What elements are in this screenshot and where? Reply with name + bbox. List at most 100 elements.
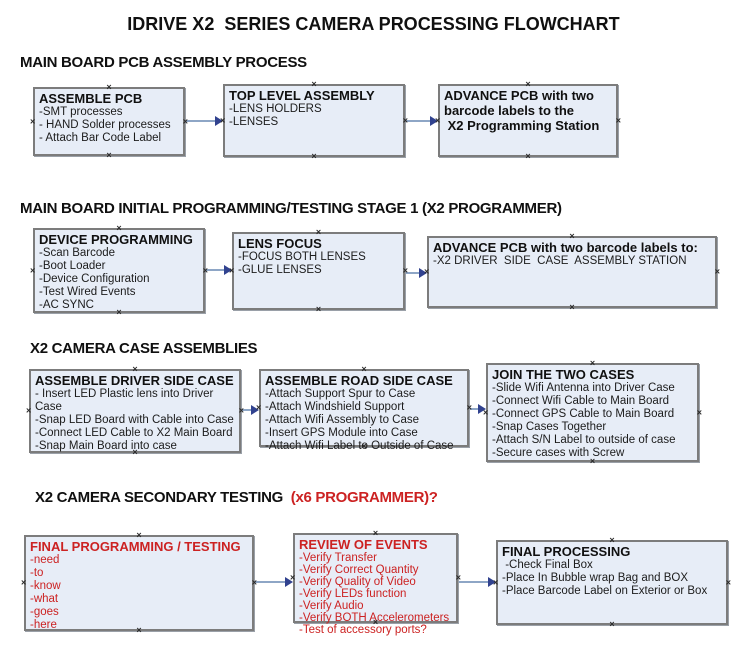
connection-handle-icon: × [424,266,430,277]
connection-handle-icon: × [311,151,317,161]
box-line: -LENS HOLDERS [229,103,322,115]
arrow-shaft [470,408,480,410]
box-line: -SMT processes [39,106,123,118]
box-line: -to [30,567,44,579]
connection-handle-icon: × [402,115,408,125]
box-line: -Check Final Box [502,559,593,571]
connection-handle-icon: × [116,223,122,233]
box-line: -Snap Cases Together [492,421,607,433]
box-line: -Attach Wifi Assembly to Case [265,414,420,426]
connection-handle-icon: × [136,625,142,635]
box-line: -Connect GPS Cable to Main Board [492,408,675,420]
box-line: - HAND Solder processes [39,119,171,131]
box-line: -Attach Support Spur to Case [265,388,416,400]
connection-handle-icon: × [136,530,142,540]
connection-handle-icon: × [315,227,322,237]
box-line: -Attach Windshield Support [265,401,405,413]
box-line: -Test Wired Events [39,286,136,298]
section-heading-secondary-testing: X2 CAMERA SECONDARY TESTING (x6 PROGRAMM… [35,489,438,506]
connection-handle-icon: × [182,116,188,126]
box-join-the-two-cases: JOIN THE TWO CASES -Slide Wifi Antenna i… [483,359,702,466]
connection-handle-icon: × [615,115,621,125]
connection-handle-icon: × [455,572,461,583]
box-title: ADVANCE PCB with two barcode labels to: [433,240,698,255]
connection-handle-icon: × [132,364,138,374]
box-title: ASSEMBLE ROAD SIDE CASE [265,373,453,388]
box-line: -Place In Bubble wrap Bag and BOX [502,572,689,584]
box-title: ASSEMBLE PCB [39,91,143,106]
connection-handle-icon: × [311,79,317,89]
box-final-processing: FINAL PROCESSING -Check Final Box -Place… [493,536,731,629]
box-advance-pcb-driver-side-station: ADVANCE PCB with two barcode labels to: … [424,232,720,312]
arrow-shaft [459,581,490,583]
flow-arrow [186,116,223,126]
connection-handle-icon: × [21,577,27,588]
arrow-head-icon [419,268,427,278]
connection-handle-icon: × [589,456,596,466]
connection-handle-icon: × [229,265,235,276]
arrow-shaft [406,272,421,274]
connection-handle-icon: × [725,577,731,587]
connection-handle-icon: × [402,265,408,276]
box-device-programming: DEVICE PROGRAMMING -Scan Barcode -Boot L… [30,224,208,317]
box-line: -Verify BOTH Accelerometers [299,612,450,624]
page-title: IDRIVE X2 SERIES CAMERA PROCESSING FLOWC… [127,14,620,34]
arrow-head-icon [251,405,259,415]
flow-arrow [459,577,496,587]
box-line: -Connect LED Cable to X2 Main Board [35,427,233,439]
box-line: -GLUE LENSES [238,264,322,276]
connection-handle-icon: × [361,364,367,374]
box-line: -LENSES [229,116,279,128]
connection-handle-icon: × [238,405,244,416]
connection-handle-icon: × [569,302,575,312]
box-title: LENS FOCUS [238,236,322,251]
connection-handle-icon: × [493,577,499,587]
box-line: -Verify LEDs function [299,588,407,600]
connection-handle-icon: × [696,407,702,417]
box-line: -Test of accessory ports? [299,624,427,636]
box-assemble-driver-side-case: ASSEMBLE DRIVER SIDE CASE - Insert LED P… [26,365,244,457]
connection-handle-icon: × [106,150,112,160]
section-heading-text: MAIN BOARD INITIAL PROGRAMMING/TESTING S… [20,200,562,217]
box-title: JOIN THE TWO CASES [492,367,635,382]
arrow-head-icon [215,116,223,126]
connection-handle-icon: × [435,115,441,125]
flow-arrow [406,268,427,278]
box-line: -Connect Wifi Cable to Main Board [492,395,670,407]
box-assemble-road-side-case: ASSEMBLE ROAD SIDE CASE -Attach Support … [256,365,472,453]
connection-handle-icon: × [202,265,208,275]
connection-handle-icon: × [132,447,138,457]
box-lens-focus: LENS FOCUS -FOCUS BOTH LENSES -GLUE LENS… [229,228,408,314]
connection-handle-icon: × [714,266,720,277]
arrow-shaft [186,120,217,122]
box-title: REVIEW OF EVENTS [299,537,428,552]
connection-handle-icon: × [30,116,36,126]
box-line: -Secure cases with Screw [492,447,625,459]
arrow-shaft [206,269,226,271]
connection-handle-icon: × [220,115,226,125]
box-advance-pcb-programming-station: ADVANCE PCB with two barcode labels to t… [435,80,621,161]
connection-handle-icon: × [609,619,615,629]
box-line: -Device Configuration [39,273,150,285]
flow-arrow [470,404,486,414]
box-line: -Snap Main Board into case [35,440,177,452]
arrow-shaft [242,409,253,411]
box-line: - Insert LED Plastic lens into Driver Ca… [35,388,217,413]
box-line: -X2 DRIVER SIDE CASE ASSEMBLY STATION [433,255,687,267]
box-title: FINAL PROCESSING [502,544,631,559]
box-line: -Insert GPS Module into Case [265,427,418,439]
section-heading-case-assemblies: X2 CAMERA CASE ASSEMBLIES [30,340,258,357]
box-line: -Slide Wifi Antenna into Driver Case [492,382,675,394]
connection-handle-icon: × [372,617,379,627]
arrow-head-icon [430,116,438,126]
box-title: ADVANCE PCB with two barcode labels to t… [444,88,598,118]
flow-arrow [206,265,232,275]
flow-arrow [406,116,438,126]
box-line: -FOCUS BOTH LENSES [238,251,366,263]
box-title: ASSEMBLE DRIVER SIDE CASE [35,373,234,388]
box-line: -Verify Audio [299,600,364,612]
arrow-head-icon [285,577,293,587]
box-line: -know [30,580,61,592]
arrow-head-icon [224,265,232,275]
box-title: DEVICE PROGRAMMING [39,232,193,247]
